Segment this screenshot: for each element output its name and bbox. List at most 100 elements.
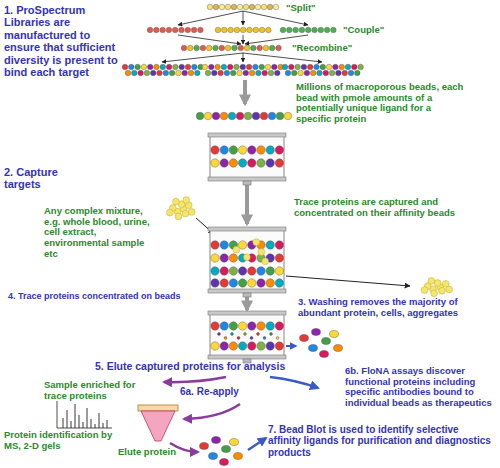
bead — [229, 159, 237, 167]
bead — [154, 64, 160, 70]
spectrum-peaks — [63, 404, 107, 428]
tube-body — [141, 411, 175, 441]
tube-cap — [138, 405, 178, 411]
flow-arrow — [243, 80, 247, 104]
bead — [173, 198, 180, 205]
bead — [188, 209, 195, 216]
protein-blob — [312, 329, 321, 336]
protein-blob — [209, 453, 218, 460]
bead-row — [215, 27, 271, 33]
bead — [209, 64, 215, 70]
bead — [166, 209, 173, 216]
bead — [129, 64, 135, 70]
split-arrow — [243, 11, 244, 25]
step-text: 1. ProSpectrum Libraries are manufacture… — [4, 4, 118, 79]
reapply-arrow — [184, 404, 240, 419]
bead — [144, 70, 150, 76]
step-text: 5. Elute captured proteins for analysis — [95, 361, 345, 373]
bead — [295, 64, 301, 70]
bead — [188, 70, 194, 76]
bead — [304, 70, 310, 76]
cell-cluster — [233, 239, 269, 265]
bead — [212, 70, 218, 76]
bead — [135, 64, 141, 70]
bead — [261, 4, 267, 10]
bead — [198, 27, 204, 33]
bead — [179, 27, 185, 33]
bead — [125, 70, 131, 76]
protein-blob — [220, 459, 229, 466]
column-frit — [208, 289, 286, 293]
bead — [326, 64, 332, 70]
protein-blob — [230, 439, 239, 446]
column-outlet — [243, 293, 251, 297]
protein-blob — [320, 351, 329, 358]
bead — [215, 27, 221, 33]
bead — [285, 70, 291, 76]
bead — [446, 286, 453, 293]
bead — [231, 333, 234, 336]
bead — [188, 45, 194, 51]
bead — [206, 45, 212, 51]
bead — [182, 70, 188, 76]
bead — [266, 146, 274, 154]
column-frit — [208, 355, 286, 359]
column-body — [210, 136, 284, 178]
protein-blob — [322, 338, 331, 345]
bead — [314, 64, 320, 70]
bead — [237, 70, 243, 76]
wash-arrow — [286, 276, 410, 286]
bead — [212, 112, 220, 120]
bead — [220, 159, 228, 167]
column-body — [210, 230, 284, 290]
flow-arrow — [245, 296, 249, 310]
bead — [229, 146, 237, 154]
bead — [266, 159, 274, 167]
bead — [258, 249, 265, 256]
bead — [243, 70, 249, 76]
bead — [265, 64, 271, 70]
bead — [305, 27, 311, 33]
bead — [257, 146, 265, 154]
elution-tube — [138, 405, 178, 441]
bead — [166, 27, 172, 33]
bead — [323, 70, 329, 76]
bead — [147, 64, 153, 70]
bead — [249, 70, 255, 76]
bead — [175, 213, 182, 220]
bead — [244, 112, 252, 120]
bead — [318, 27, 324, 33]
bead — [275, 241, 283, 249]
bead — [257, 159, 265, 167]
bead — [237, 4, 243, 10]
note-text: Trace proteins are captured and concentr… — [294, 197, 462, 218]
bead — [266, 27, 272, 33]
bead — [248, 159, 256, 167]
bead — [282, 64, 288, 70]
bead — [259, 27, 265, 33]
bead-row — [147, 27, 203, 33]
bead — [434, 280, 441, 287]
bead — [268, 112, 276, 120]
recombine-arrow — [243, 35, 244, 44]
bead — [157, 70, 163, 76]
bead — [263, 45, 269, 51]
protein-blob — [212, 437, 221, 444]
bead — [275, 159, 283, 167]
bead — [213, 4, 219, 10]
bead — [230, 70, 236, 76]
elute-arrow — [270, 377, 318, 388]
bead — [257, 45, 263, 51]
bead — [218, 333, 221, 336]
bead — [268, 70, 274, 76]
bead — [266, 241, 274, 249]
bead — [336, 70, 342, 76]
bead — [234, 64, 240, 70]
bead — [207, 4, 213, 10]
step-text: 2. Capture targets — [4, 166, 96, 191]
bead — [331, 27, 337, 33]
column-frit — [208, 177, 286, 181]
process-word: "Recombine" — [292, 43, 362, 54]
bead — [280, 27, 286, 33]
